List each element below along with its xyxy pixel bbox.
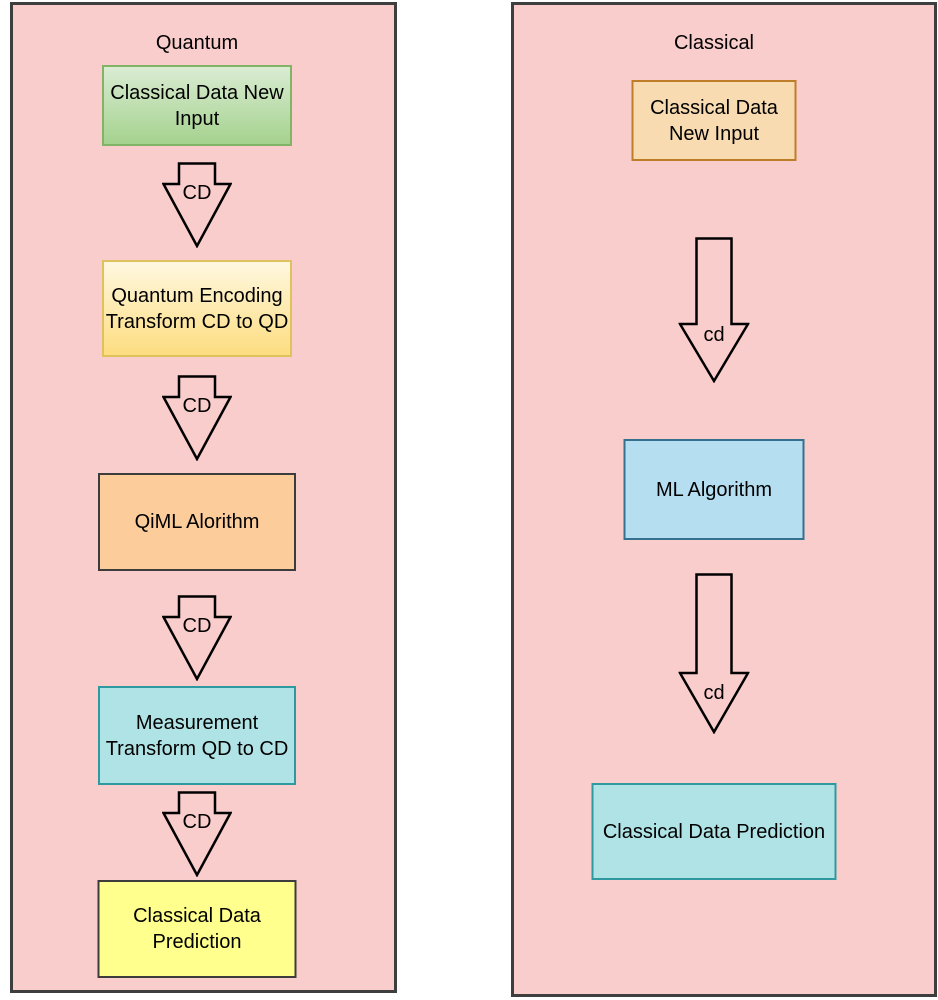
arrow-classical-cd-2: cd [678, 573, 750, 734]
classical-panel-content: Classical Classical Data New Input cd ML… [514, 5, 914, 994]
node-classical-data-new-input: Classical Data New Input [631, 80, 797, 161]
arrow-classical-cd-1: cd [678, 237, 750, 383]
arrow-label: CD [182, 395, 212, 417]
arrow-quantum-cd-4: CD [162, 791, 232, 877]
node-label: QiML Alorithm [134, 511, 260, 533]
classical-panel: Classical Classical Data New Input cd ML… [511, 2, 937, 997]
arrow-label: CD [182, 811, 212, 833]
arrow-quantum-cd-2: CD [162, 375, 232, 461]
quantum-panel-title: Quantum [155, 32, 239, 54]
node-quantum-classical-data-new-input: Classical Data New Input [102, 65, 292, 146]
down-arrow-icon [162, 791, 232, 877]
arrow-label: CD [182, 615, 212, 637]
node-classical-prediction: Classical Data Prediction [591, 783, 837, 880]
down-arrow-icon [678, 237, 750, 383]
node-label: Classical Data Prediction [602, 820, 826, 843]
node-label: Classical Data New Input [110, 81, 284, 130]
down-arrow-icon [162, 595, 232, 681]
arrow-quantum-cd-3: CD [162, 595, 232, 681]
classical-panel-title: Classical [673, 32, 755, 54]
node-label: Classical Data Prediction [133, 905, 261, 953]
node-label: Quantum Encoding Transform CD to QD [105, 284, 289, 333]
down-arrow-icon [162, 162, 232, 248]
arrow-quantum-cd-1: CD [162, 162, 232, 248]
down-arrow-icon [678, 573, 750, 734]
quantum-panel-content: Quantum Classical Data New Input CD Quan… [13, 5, 381, 990]
node-label: ML Algorithm [656, 478, 772, 501]
node-quantum-prediction: Classical Data Prediction [97, 880, 297, 978]
quantum-panel: Quantum Classical Data New Input CD Quan… [10, 2, 397, 993]
node-quantum-encoding: Quantum Encoding Transform CD to QD [102, 260, 292, 357]
node-ml-algorithm: ML Algorithm [623, 439, 805, 540]
arrow-label: cd [703, 682, 725, 704]
down-arrow-icon [162, 375, 232, 461]
arrow-label: CD [182, 182, 212, 204]
node-qiml-algorithm: QiML Alorithm [98, 473, 296, 571]
node-label: Classical Data New Input [650, 96, 778, 145]
arrow-label: cd [703, 324, 725, 346]
node-measurement: Measurement Transform QD to CD [98, 686, 296, 785]
node-label: Measurement Transform QD to CD [105, 711, 289, 760]
